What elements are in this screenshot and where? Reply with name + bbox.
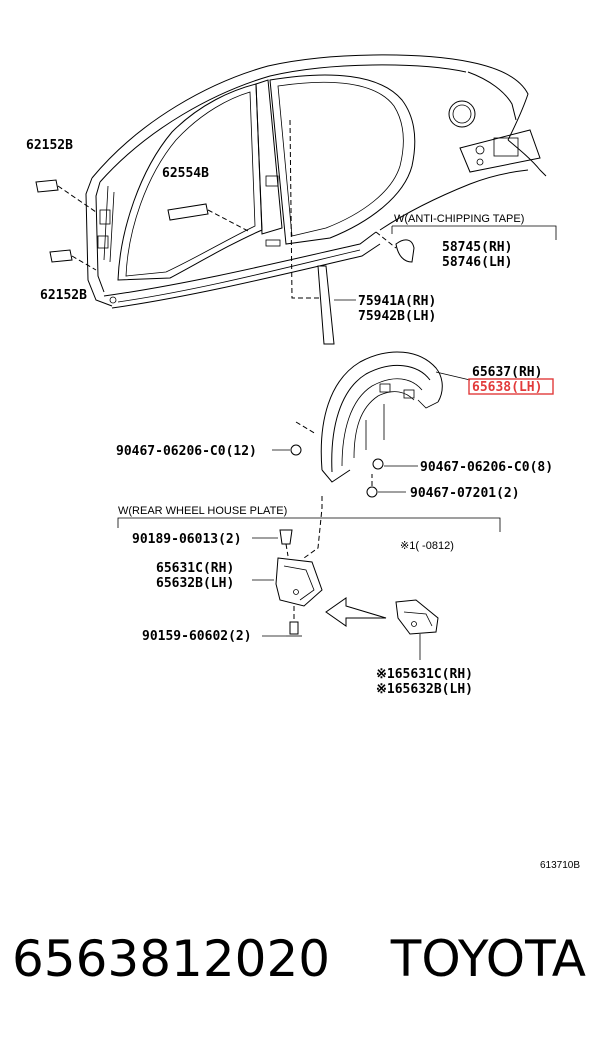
label-alt-plate-lh: ※165632B(LH) xyxy=(376,682,473,697)
direction-arrow xyxy=(325,597,387,627)
screw xyxy=(262,606,302,637)
wheel-house-plate xyxy=(252,557,323,607)
clip-lower xyxy=(366,474,406,498)
label-alt-plate-rh: ※165631C(RH) xyxy=(376,667,473,682)
diagram-reference: 613710B xyxy=(540,860,580,871)
label-molding-lh: 75942B(LH) xyxy=(358,309,436,324)
label-plate-rh: 65631C(RH) xyxy=(156,561,234,576)
note-anti-chipping: W(ANTI-CHIPPING TAPE) xyxy=(394,213,524,225)
clip-left xyxy=(272,444,302,456)
alt-wheel-house-plate xyxy=(395,599,439,660)
label-tape-lh: 58746(LH) xyxy=(442,255,512,270)
plate-clip xyxy=(252,529,293,557)
label-liner-lh: 65638(LH) xyxy=(472,380,542,395)
label-clip-plate: 90189-06013(2) xyxy=(132,532,242,547)
label-molding-rh: 75941A(RH) xyxy=(358,294,436,309)
wheel-house-liner xyxy=(295,351,471,483)
brand-name: TOYOTA xyxy=(390,930,586,988)
part-number: 6563812020 xyxy=(12,930,331,988)
body-side-panel xyxy=(85,54,547,309)
highlight-box xyxy=(468,378,554,395)
pad-62554b xyxy=(167,203,251,233)
pad-62152b-lower xyxy=(49,249,97,271)
label-clip-left: 90467-06206-C0(12) xyxy=(116,444,257,459)
label-liner-rh: 65637(RH) xyxy=(472,365,542,380)
anti-chipping-tape xyxy=(375,225,557,263)
label-clip-lower: 90467-07201(2) xyxy=(410,486,520,501)
rear-wheel-house-group xyxy=(117,496,501,559)
clip-right xyxy=(372,458,418,470)
molding-strip xyxy=(289,119,356,345)
label-pad-center: 62554B xyxy=(162,166,209,181)
pad-62152b-upper xyxy=(35,179,97,213)
footer: 6563812020 TOYOTA xyxy=(0,930,600,1020)
parts-diagram: 62152B 62554B 62152B W(ANTI-CHIPPING TAP… xyxy=(26,54,580,871)
label-clip-right: 90467-06206-C0(8) xyxy=(420,460,553,475)
label-pad-lower: 62152B xyxy=(40,288,87,303)
note-rear-wheel-house: W(REAR WHEEL HOUSE PLATE) xyxy=(118,505,287,517)
label-tape-rh: 58745(RH) xyxy=(442,240,512,255)
label-screw: 90159-60602(2) xyxy=(142,629,252,644)
label-plate-lh: 65632B(LH) xyxy=(156,576,234,591)
note-footnote: ※1( -0812) xyxy=(400,540,454,552)
label-pad-upper: 62152B xyxy=(26,138,73,153)
